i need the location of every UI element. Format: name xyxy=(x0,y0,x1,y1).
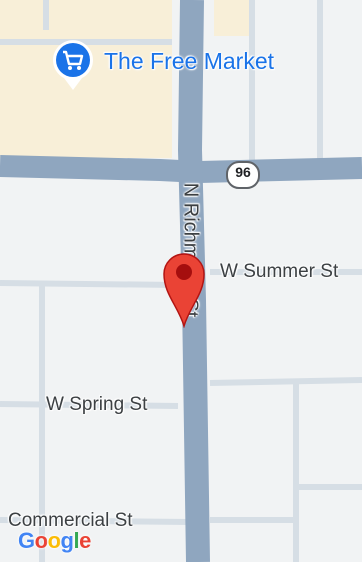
route-shield-icon xyxy=(226,161,260,189)
minor-road xyxy=(0,280,179,288)
route-shield: 96 xyxy=(225,159,261,191)
street-label-spring: W Spring St xyxy=(46,394,148,415)
minor-road xyxy=(0,401,179,409)
commercial-area xyxy=(0,0,172,158)
shopping-cart-icon[interactable] xyxy=(50,38,96,92)
google-logo: Google xyxy=(18,528,91,554)
route-number: 96 xyxy=(235,164,251,180)
commercial-area-right xyxy=(214,0,254,36)
minor-road xyxy=(209,377,362,386)
google-letter: o xyxy=(47,528,61,553)
google-letter: G xyxy=(18,528,35,553)
google-letter: o xyxy=(34,528,48,553)
map-pin-icon[interactable] xyxy=(160,248,208,328)
main-street-road xyxy=(177,0,210,562)
poi-label[interactable]: The Free Market xyxy=(104,48,274,74)
street-label-summer: W Summer St xyxy=(220,261,339,282)
google-letter: e xyxy=(79,528,91,553)
street-label-commercial: Commercial St xyxy=(8,510,133,531)
google-logo-wordmark: Google xyxy=(18,528,91,553)
google-letter: l xyxy=(73,528,80,553)
minor-road xyxy=(0,517,191,525)
google-letter: g xyxy=(60,528,74,553)
